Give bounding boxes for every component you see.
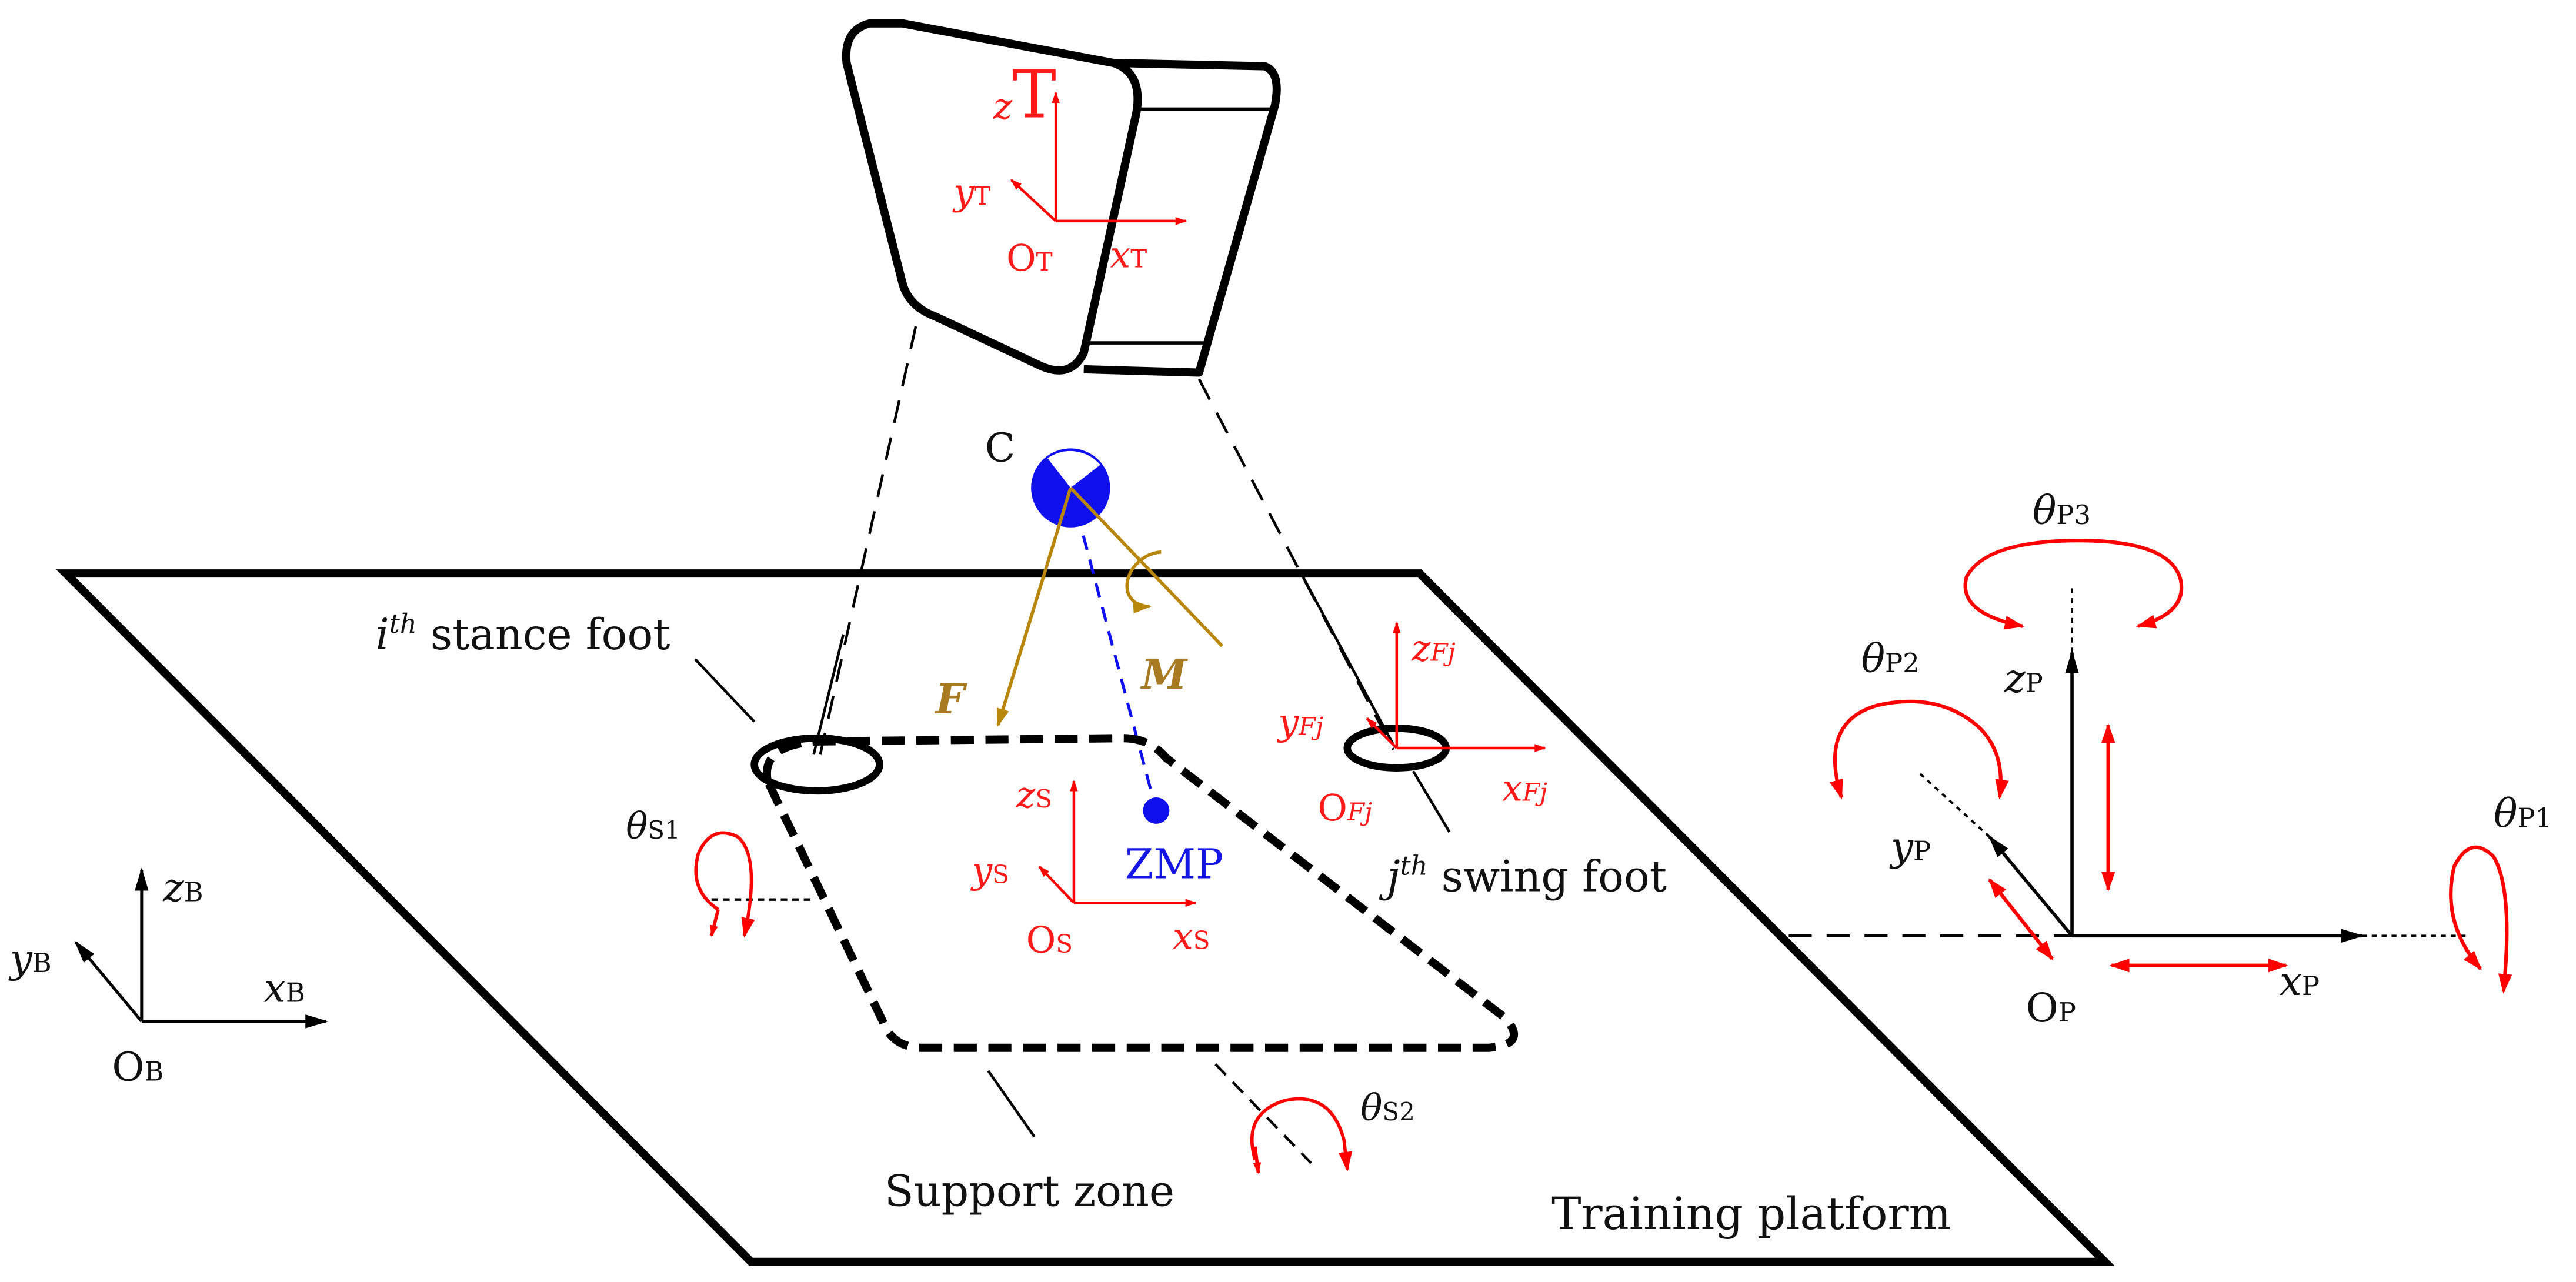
zmp-label: ZMP xyxy=(1125,840,1223,888)
torso-projection-left xyxy=(819,326,917,755)
swing-x-label: xFj xyxy=(1502,767,1547,810)
force-label: F xyxy=(935,675,967,723)
theta-p2-label: θP2 xyxy=(1861,636,1920,682)
swing-foot-leader xyxy=(1412,770,1451,833)
theta-p1-label: θP1 xyxy=(2494,790,2552,836)
theta-s2-rotation-tip xyxy=(1253,1146,1262,1174)
training-platform-label: Training platform xyxy=(1551,1188,1951,1240)
torso-origin-label: OT xyxy=(1006,237,1053,279)
swing-foot-label: jth swing foot xyxy=(1379,850,1667,902)
base-y-label: yB xyxy=(8,936,52,981)
support-zone-leader xyxy=(987,1070,1036,1138)
torso-projection-right-solid xyxy=(1300,573,1395,746)
support-x-label: xS xyxy=(1173,916,1210,958)
theta-s2-rotation-arrow xyxy=(1250,1097,1353,1172)
platform-z-label: zP xyxy=(2004,656,2043,702)
base-origin-label: OB xyxy=(112,1044,163,1090)
platform-origin-label: OP xyxy=(2026,985,2076,1031)
swing-z-label: zFj xyxy=(1411,627,1456,670)
theta-p1-rotation-arrow xyxy=(2449,845,2512,994)
platform-translation-y-arrow xyxy=(1988,878,2054,961)
theta-p3-rotation-arrow xyxy=(1963,539,2184,630)
support-z-label: zS xyxy=(1016,774,1052,816)
base-x-label: xB xyxy=(263,965,305,1011)
support-zone-outline xyxy=(762,734,1519,1052)
torso-z-label: zT xyxy=(993,56,1056,133)
com-to-zmp-line xyxy=(1069,487,1158,812)
theta-s1-rotation-arrow xyxy=(694,831,755,938)
swing-foot-frame-axes xyxy=(1366,622,1546,752)
stance-foot-label: ith stance foot xyxy=(376,608,670,660)
support-frame-axes xyxy=(1038,780,1197,907)
theta-s1-label: θS1 xyxy=(626,805,680,847)
torso-frame-axes xyxy=(1010,91,1187,225)
force-vector xyxy=(996,487,1073,727)
torso-projection-right xyxy=(1197,378,1395,750)
support-zone-label: Support zone xyxy=(885,1167,1174,1217)
torso-x-label: xT xyxy=(1110,233,1147,276)
theta-p3-label: θP3 xyxy=(2033,488,2091,533)
torso-y-label: yT xyxy=(952,171,990,213)
platform-y-label: yP xyxy=(1889,823,1931,869)
support-origin-label: OS xyxy=(1026,919,1073,961)
support-y-label: yS xyxy=(970,850,1009,892)
stance-foot xyxy=(750,734,883,795)
stance-foot-leader xyxy=(694,658,756,723)
base-z-label: zB xyxy=(162,864,203,910)
moment-vector xyxy=(1069,486,1224,647)
swing-origin-label: OFj xyxy=(1317,787,1372,829)
theta-s2-label: θS2 xyxy=(1360,1087,1415,1129)
training-platform-surface xyxy=(56,569,2115,1266)
com-label: C xyxy=(985,425,1015,471)
theta-s1-rotation-tip xyxy=(710,909,720,937)
moment-label: M xyxy=(1140,650,1189,699)
base-frame-axes xyxy=(74,867,329,1029)
theta-p2-rotation-arrow xyxy=(1829,699,2009,800)
swing-y-label: yFj xyxy=(1276,702,1323,744)
torso-block xyxy=(842,19,1281,377)
zmp-point xyxy=(1143,797,1170,824)
